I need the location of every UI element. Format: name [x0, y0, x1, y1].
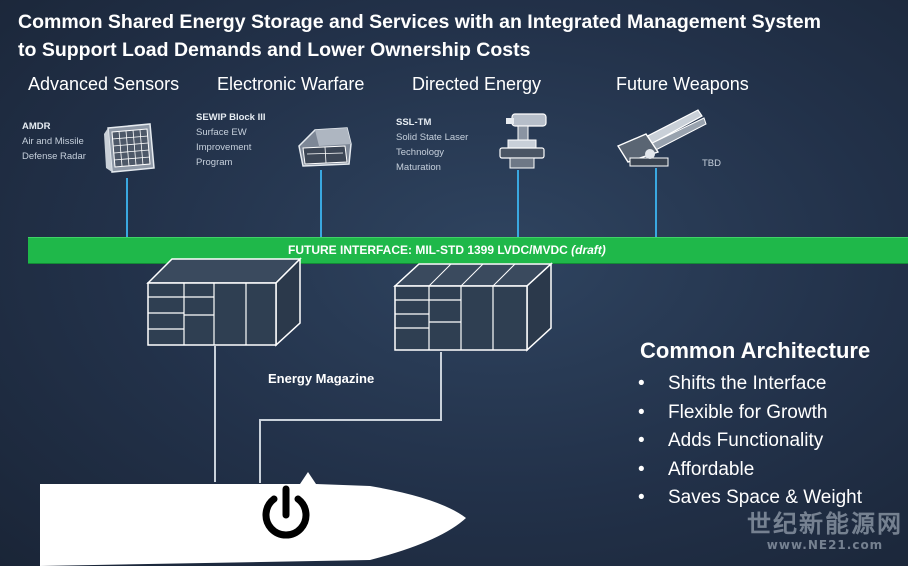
watermark-line-1: 世纪新能源网 [747, 510, 903, 538]
desc-line: Technology [396, 147, 445, 158]
category-title-future-weapons: Future Weapons [616, 74, 749, 94]
title-line-1: Common Shared Energy Storage and Service… [18, 11, 821, 33]
diagram-title: Common Shared Energy Storage and Service… [18, 8, 878, 64]
bullet-icon: • [638, 487, 645, 508]
title-line-2: to Support Load Demands and Lower Owners… [18, 39, 531, 61]
radar-array-icon [104, 123, 155, 173]
connector-electronic-warfare [320, 170, 322, 237]
bullet-icon: • [638, 401, 645, 423]
laser-turret-icon [499, 113, 547, 169]
desc-line: Defense Radar [22, 151, 86, 162]
list-item: • Flexible for Growth [638, 399, 862, 428]
list-item: • Affordable [638, 456, 862, 485]
list-item-text: Flexible for Growth [668, 401, 828, 423]
list-item-text: Adds Functionality [668, 430, 824, 451]
common-architecture-title: Common Architecture [640, 338, 871, 363]
common-architecture-list: • Shifts the Interface • Flexible for Grow… [638, 370, 862, 513]
desc-line: Air and Missile [22, 136, 84, 147]
bus-label-main: FUTURE INTERFACE: MIL-STD 1399 LVDC/MVDC [288, 243, 568, 257]
category-title-directed-energy: Directed Energy [412, 74, 542, 94]
power-wire-2-drop [259, 419, 261, 483]
power-icon [262, 485, 310, 539]
desc-line: Surface EW [196, 127, 247, 138]
category-desc-future-weapons: TBD [702, 156, 721, 171]
bus-label-draft: (draft) [571, 243, 606, 257]
list-item-text: Saves Space & Weight [668, 487, 862, 508]
watermark: 世纪新能源网 www.NE21.com [745, 510, 905, 552]
bullet-icon: • [638, 373, 645, 394]
list-item-text: Shifts the Interface [668, 373, 827, 394]
energy-magazine-module-1 [146, 257, 302, 347]
category-title-advanced-sensors: Advanced Sensors [28, 74, 180, 94]
watermark-line-2: www.NE21.com [766, 538, 884, 552]
list-item: • Shifts the Interface [638, 370, 862, 399]
category-desc-directed-energy: SSL-TM Solid State Laser Technology Matu… [396, 115, 468, 175]
desc-bold-amdr: AMDR [22, 121, 51, 132]
bus-label: FUTURE INTERFACE: MIL-STD 1399 LVDC/MVDC… [288, 243, 606, 257]
list-item-text: Affordable [668, 458, 755, 480]
desc-bold-sewip: SEWIP Block III [196, 112, 266, 123]
energy-magazine-module-2 [393, 262, 553, 352]
power-wire-2-vertical [440, 352, 442, 420]
power-wire-2-horizontal [259, 419, 442, 421]
category-title-electronic-warfare: Electronic Warfare [217, 74, 365, 94]
ew-module-icon [298, 127, 352, 167]
desc-line: Improvement [196, 142, 252, 153]
bullet-icon: • [638, 430, 645, 451]
railgun-icon [616, 109, 707, 167]
desc-bold-ssl-tm: SSL-TM [396, 117, 432, 128]
desc-line: Maturation [396, 162, 441, 173]
connector-directed-energy [517, 170, 519, 237]
connector-future-weapons [655, 168, 657, 237]
desc-line: TBD [702, 158, 721, 169]
power-wire-1 [214, 346, 216, 482]
bullet-icon: • [638, 458, 645, 480]
list-item: • Saves Space & Weight [638, 484, 862, 513]
desc-line: Program [196, 157, 233, 168]
connector-advanced-sensors [126, 178, 128, 237]
ship-hull [40, 472, 466, 566]
energy-magazine-label: Energy Magazine [268, 371, 375, 386]
category-desc-electronic-warfare: SEWIP Block III Surface EW Improvement P… [196, 110, 266, 170]
list-item: • Adds Functionality [638, 427, 862, 456]
category-desc-advanced-sensors: AMDR Air and Missile Defense Radar [22, 119, 86, 164]
desc-line: Solid State Laser [396, 132, 469, 143]
